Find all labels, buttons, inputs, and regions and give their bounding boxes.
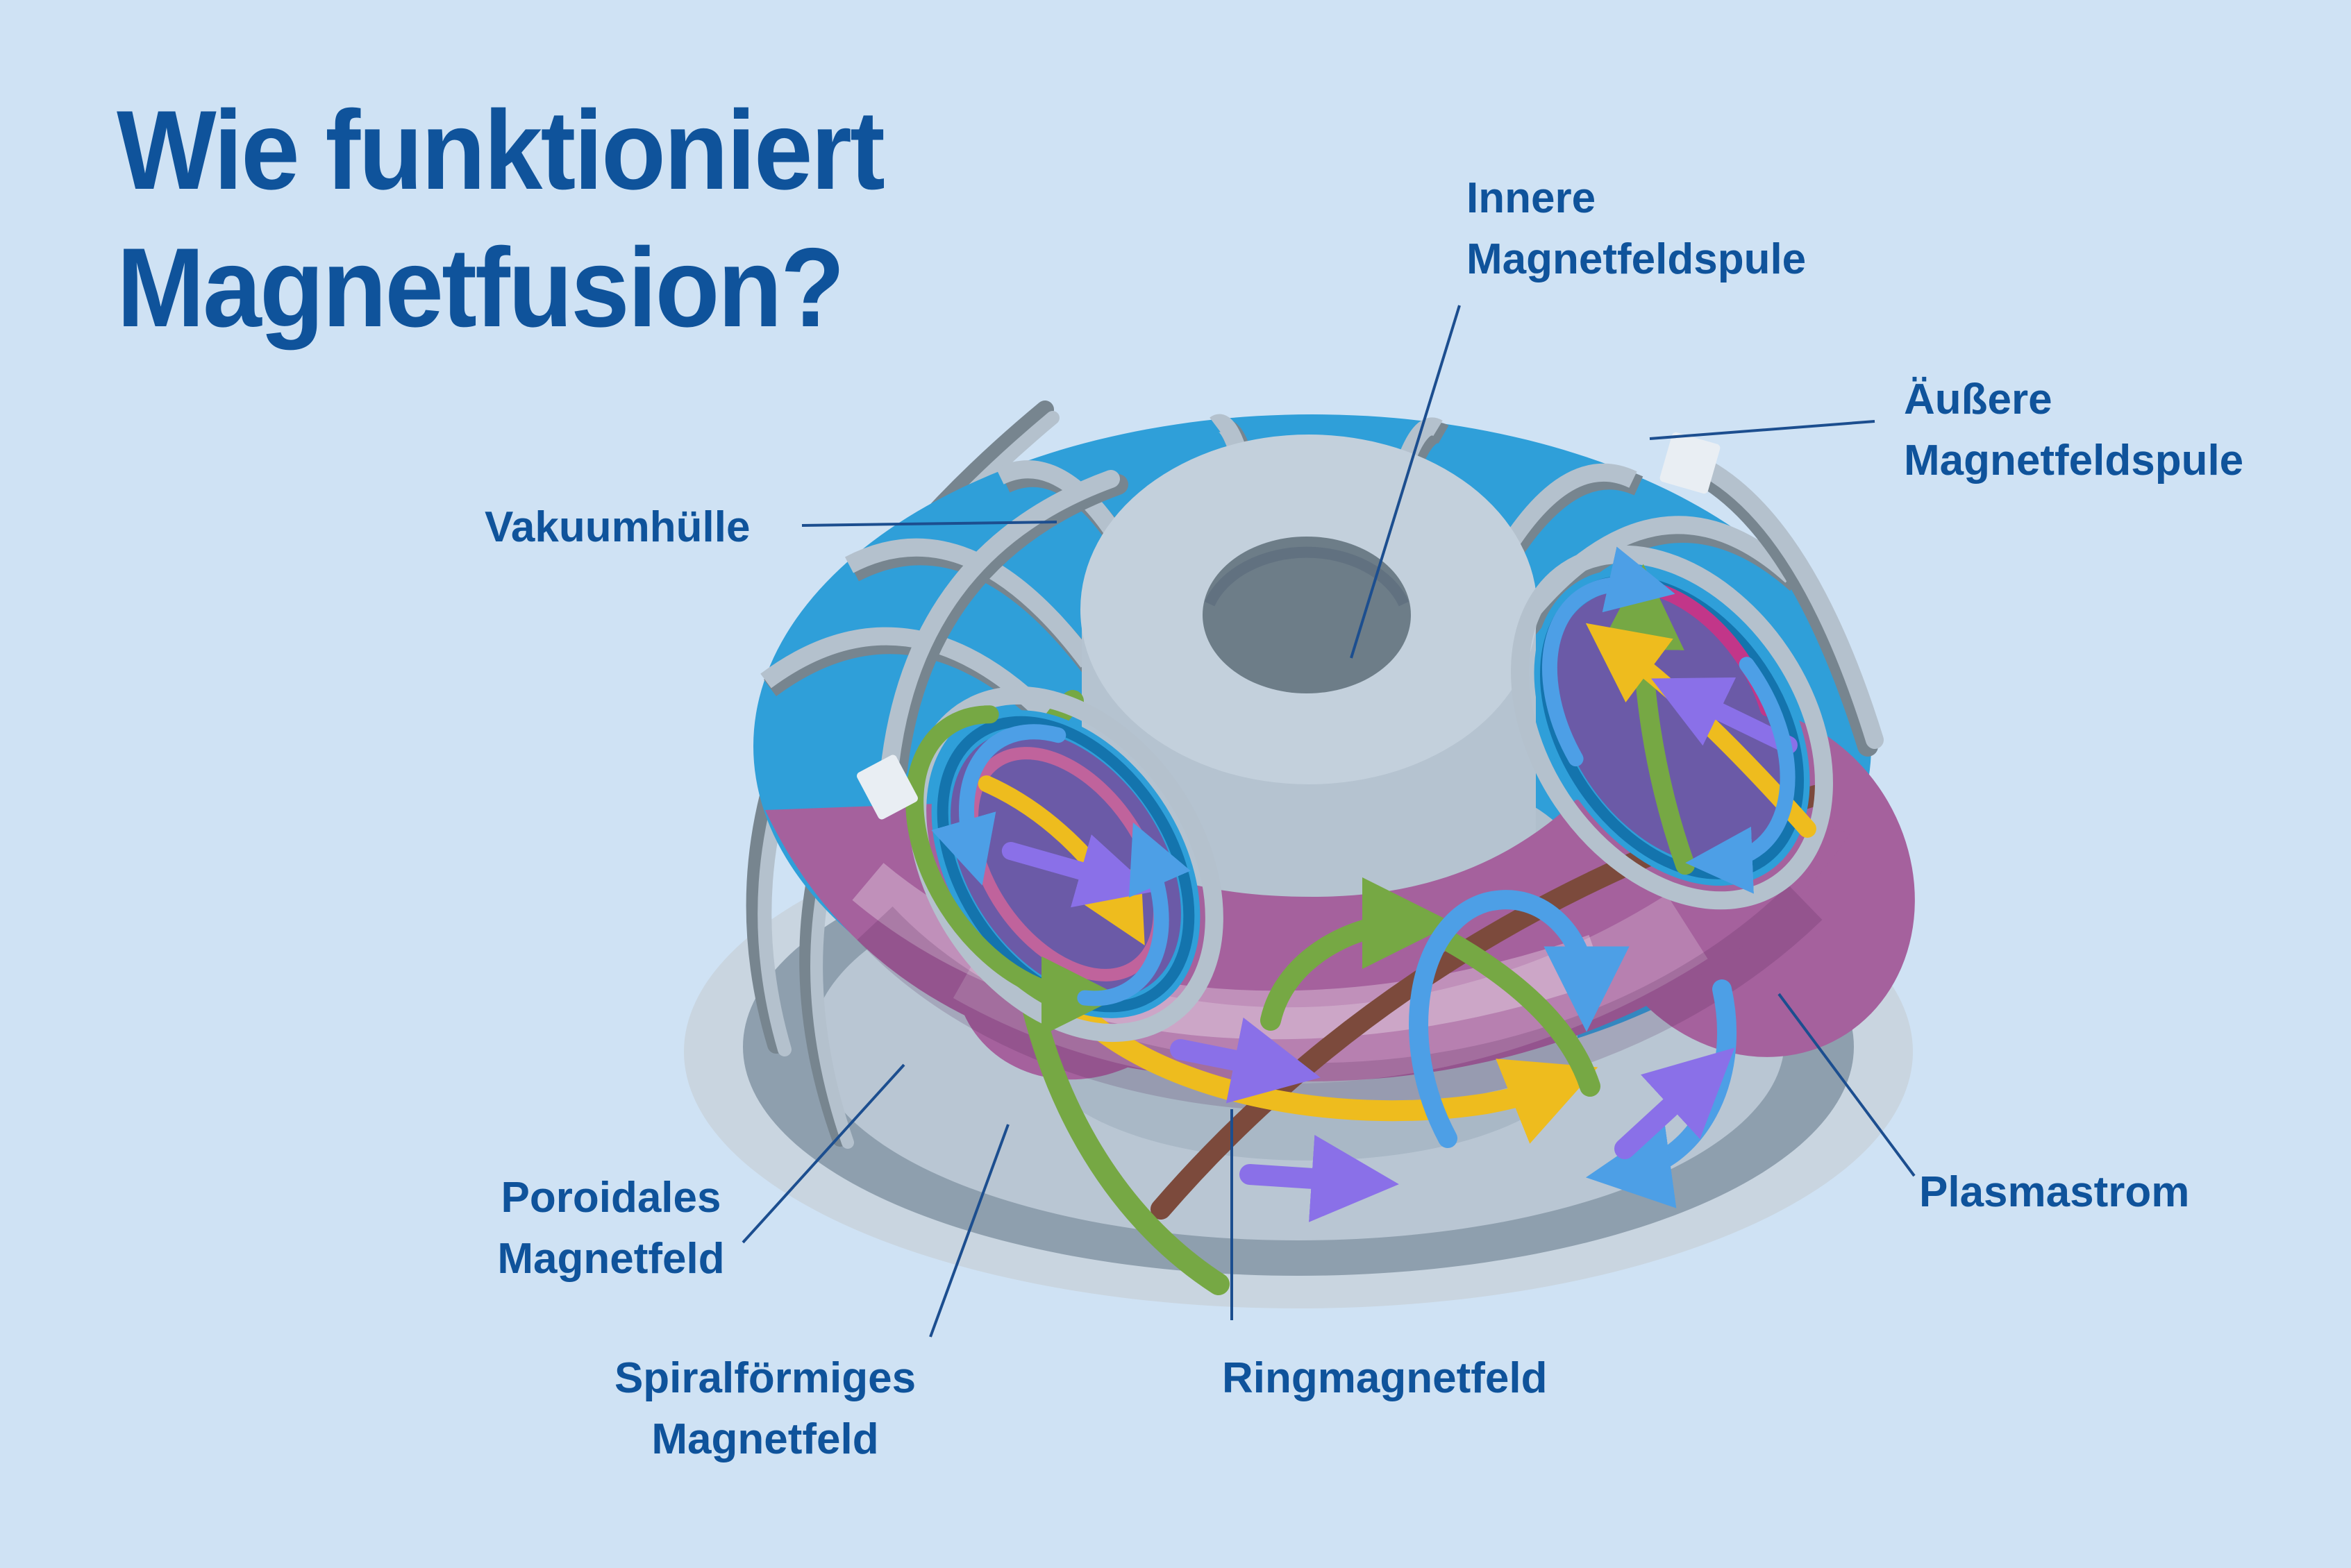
- leader-innere: [1350, 305, 1461, 659]
- coil-end-cap-left: [857, 755, 918, 820]
- ring-field-arrow: [1076, 1009, 1598, 1144]
- leader-lines: [742, 305, 1916, 1338]
- label-innere-magnetfeldspule: Innere Magnetfeldspule: [1466, 174, 1807, 284]
- cross-section-right: [1511, 545, 1833, 910]
- label-vakuumhuelle: Vakuumhülle: [485, 503, 751, 551]
- inner-coil-bore: [1203, 537, 1411, 693]
- coil-end-cap-right: [1659, 432, 1721, 494]
- leader-spiralfoermiges: [929, 1124, 1010, 1338]
- cross-section-left: [905, 686, 1223, 1043]
- leader-plasmastrom: [1777, 993, 1916, 1177]
- label-plasmastrom: Plasmastrom: [1919, 1168, 2190, 1216]
- leader-poroidales: [742, 1063, 905, 1244]
- front-coil-right: [1659, 432, 1884, 757]
- label-poroidales-magnetfeld: Poroidales Magnetfeld: [497, 1174, 725, 1283]
- label-spiralfoermiges-magnetfeld: Spiralförmiges Magnetfeld: [614, 1354, 917, 1464]
- leader-aeussere: [1649, 420, 1875, 440]
- page-title: Wie funktioniert Magnetfusion?: [117, 87, 885, 351]
- leader-vakuumhuelle: [801, 521, 1057, 527]
- label-aeussere-magnetfeldspule: Äußere Magnetfeldspule: [1904, 376, 2244, 485]
- front-coil-left: [857, 470, 1128, 820]
- plasma-flow-arrows: [1170, 1017, 1735, 1222]
- label-ringmagnetfeld: Ringmagnetfeld: [1222, 1354, 1548, 1402]
